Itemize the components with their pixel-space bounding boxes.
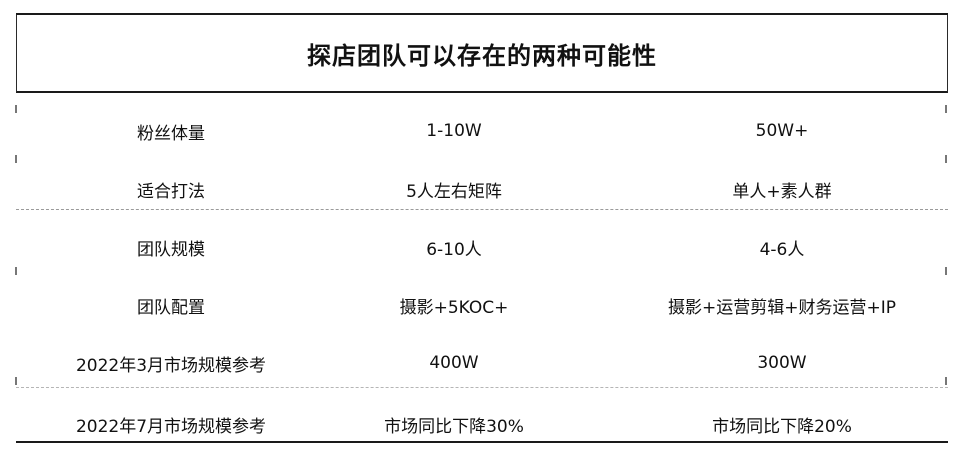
edge-tick <box>15 377 17 385</box>
row-label: 粉丝体量 <box>137 123 205 144</box>
row-value-option-b: 市场同比下降20% <box>712 416 852 437</box>
edge-tick <box>15 155 17 163</box>
table-body: 粉丝体量 1-10W 50W+ 适合打法 5人左右矩阵 单人+素人群 团队规模 … <box>16 102 948 456</box>
row-value-option-a: 1-10W <box>426 121 482 141</box>
edge-tick <box>15 267 17 275</box>
row-value-option-b: 300W <box>757 353 807 373</box>
row-label: 团队规模 <box>137 239 205 260</box>
row-value-option-a: 市场同比下降30% <box>384 416 524 437</box>
comparison-table: 探店团队可以存在的两种可能性 粉丝体量 1-10W 50W+ 适合打法 5人左右… <box>15 13 948 443</box>
row-label: 团队配置 <box>137 297 205 318</box>
row-value-option-a: 6-10人 <box>426 239 482 260</box>
table-row: 粉丝体量 1-10W 50W+ <box>16 102 948 160</box>
row-value-option-a: 400W <box>429 353 479 373</box>
edge-tick <box>945 377 947 385</box>
table-row: 2022年3月市场规模参考 400W 300W <box>16 334 948 392</box>
row-value-option-a: 5人左右矩阵 <box>406 181 502 202</box>
edge-tick <box>945 267 947 275</box>
row-value-option-b: 摄影+运营剪辑+财务运营+IP <box>668 297 896 318</box>
row-label: 适合打法 <box>137 181 205 202</box>
row-label: 2022年7月市场规模参考 <box>75 416 267 437</box>
row-divider <box>16 209 948 210</box>
row-value-option-b: 4-6人 <box>759 239 805 260</box>
row-value-option-b: 单人+素人群 <box>732 181 832 202</box>
row-divider <box>16 387 948 388</box>
edge-tick <box>945 105 947 113</box>
row-value-option-b: 50W+ <box>755 121 809 141</box>
edge-tick <box>15 105 17 113</box>
row-value-option-a: 摄影+5KOC+ <box>399 297 509 318</box>
table-row: 团队规模 6-10人 4-6人 <box>16 218 948 276</box>
edge-tick <box>945 155 947 163</box>
table-row: 适合打法 5人左右矩阵 单人+素人群 <box>16 160 948 218</box>
table-title: 探店团队可以存在的两种可能性 <box>307 41 657 70</box>
row-label: 2022年3月市场规模参考 <box>75 355 267 376</box>
table-title-cell: 探店团队可以存在的两种可能性 <box>16 15 948 93</box>
table-row: 团队配置 摄影+5KOC+ 摄影+运营剪辑+财务运营+IP <box>16 276 948 334</box>
table-row: 2022年7月市场规模参考 市场同比下降30% 市场同比下降20% <box>16 392 948 456</box>
